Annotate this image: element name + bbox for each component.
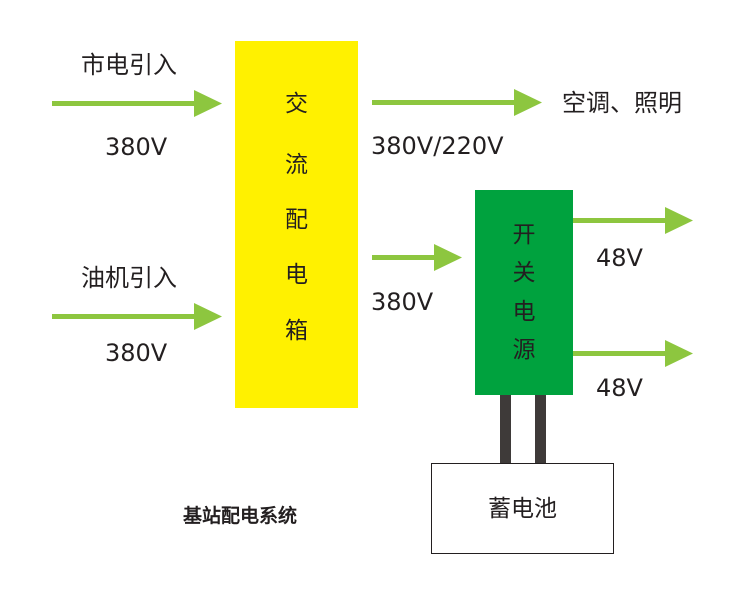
battery-cable-1 <box>500 395 511 464</box>
ac-box-char: 箱 <box>285 318 308 344</box>
switching-power-supply-box: 开 关 电 源 <box>475 190 573 395</box>
hvac-lighting-label: 空调、照明 <box>562 89 682 117</box>
psu-output-voltage-2: 48V <box>596 374 643 402</box>
ac-box-char: 流 <box>285 152 308 178</box>
generator-input-arrow <box>52 303 222 330</box>
psu-feed-voltage: 380V <box>371 288 434 316</box>
generator-input-label: 油机引入 <box>81 264 177 292</box>
psu-box-char: 电 <box>512 299 536 325</box>
ac-box-char: 配 <box>285 207 308 233</box>
psu-output-arrow-1 <box>573 207 693 234</box>
psu-output-voltage-1: 48V <box>596 244 643 272</box>
psu-box-char: 开 <box>512 222 536 248</box>
ac-box-char: 交 <box>285 91 308 117</box>
battery-cable-2 <box>535 395 546 464</box>
hvac-lighting-output-arrow <box>372 89 542 116</box>
mains-input-voltage: 380V <box>105 133 168 161</box>
psu-output-arrow-2 <box>573 340 693 367</box>
hvac-lighting-voltage: 380V/220V <box>371 132 504 160</box>
battery-box: 蓄电池 <box>431 463 614 554</box>
psu-box-char: 源 <box>512 337 536 363</box>
ac-distribution-box: 交 流 配 电 箱 <box>235 41 358 408</box>
psu-box-char: 关 <box>512 260 536 286</box>
battery-label: 蓄电池 <box>488 496 557 522</box>
diagram-title: 基站配电系统 <box>183 505 298 527</box>
mains-input-label: 市电引入 <box>81 51 177 79</box>
ac-box-char: 电 <box>285 262 308 288</box>
generator-input-voltage: 380V <box>105 339 168 367</box>
psu-feed-arrow <box>372 244 462 271</box>
mains-input-arrow <box>52 90 222 117</box>
